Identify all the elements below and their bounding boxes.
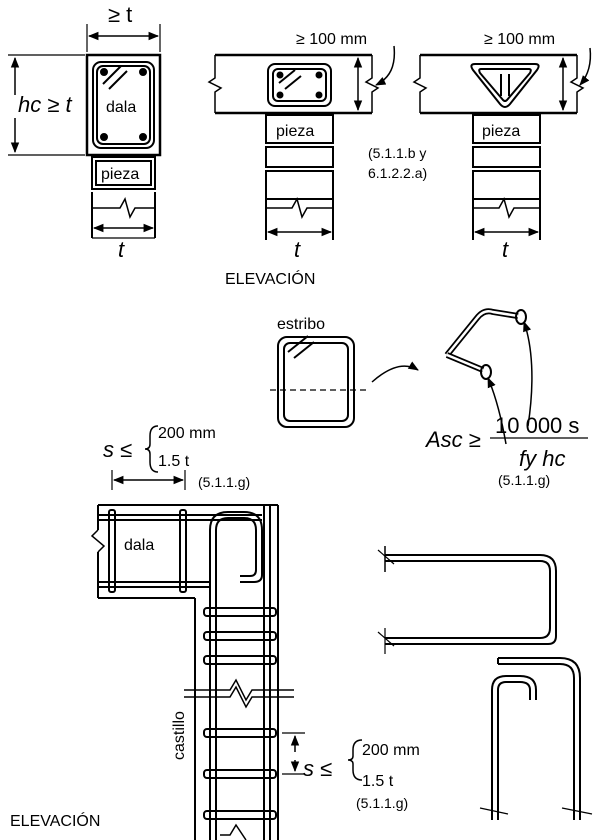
label-dim-100-b: ≥ 100 mm [484, 31, 555, 48]
label-elevacion-1: ELEVACIÓN [225, 269, 315, 288]
label-elevacion-2: ELEVACIÓN [10, 811, 100, 830]
label-s-le-bot: s ≤ [303, 756, 332, 781]
label-hc-ge-t: hc ≥ t [18, 92, 73, 117]
label-castillo: castillo [171, 711, 188, 760]
label-ref-511g-1: (5.1.1.g) [498, 472, 550, 488]
label-estribo: estribo [277, 316, 325, 333]
stirrup-detail [270, 308, 588, 445]
label-formula-den: fy hc [519, 446, 565, 471]
label-ge-t-top: ≥ t [108, 2, 132, 27]
label-s-opt1-top: 200 mm [158, 425, 216, 442]
label-pieza-2: pieza [276, 123, 314, 140]
label-t-2: t [294, 237, 301, 262]
label-ref-511g-3: (5.1.1.g) [356, 795, 408, 811]
label-dala-elev: dala [124, 537, 154, 554]
dala-castillo-elevation [90, 504, 363, 840]
label-pieza-3: pieza [482, 123, 520, 140]
beam-section-rectangular [207, 45, 396, 240]
label-t-1: t [118, 237, 125, 262]
label-s-opt1-bot: 200 mm [362, 742, 420, 759]
label-t-3: t [502, 237, 509, 262]
label-ref-5112: (5.1.1.b y [368, 145, 426, 161]
dala-section-drawing [8, 24, 162, 239]
label-dala-section: dala [106, 99, 136, 116]
label-formula-lhs: Asc ≥ [424, 427, 481, 452]
label-dim-100-a: ≥ 100 mm [296, 31, 367, 48]
label-s-opt2-bot: 1.5 t [362, 773, 394, 790]
label-pieza-1: pieza [101, 166, 139, 183]
hook-detail-right [377, 546, 593, 820]
label-formula-num: 10 000 s [495, 413, 579, 438]
labels: ≥ t hc ≥ t dala pieza pieza pieza t t t … [10, 2, 579, 830]
label-ref-61122: 6.1.2.2.a) [368, 165, 427, 181]
label-s-opt2-top: 1.5 t [158, 453, 190, 470]
label-s-le-top: s ≤ [103, 437, 132, 462]
label-ref-511g-2: (5.1.1.g) [198, 474, 250, 490]
beam-section-triangular [412, 47, 592, 240]
spacing-dimension-top [111, 425, 186, 490]
